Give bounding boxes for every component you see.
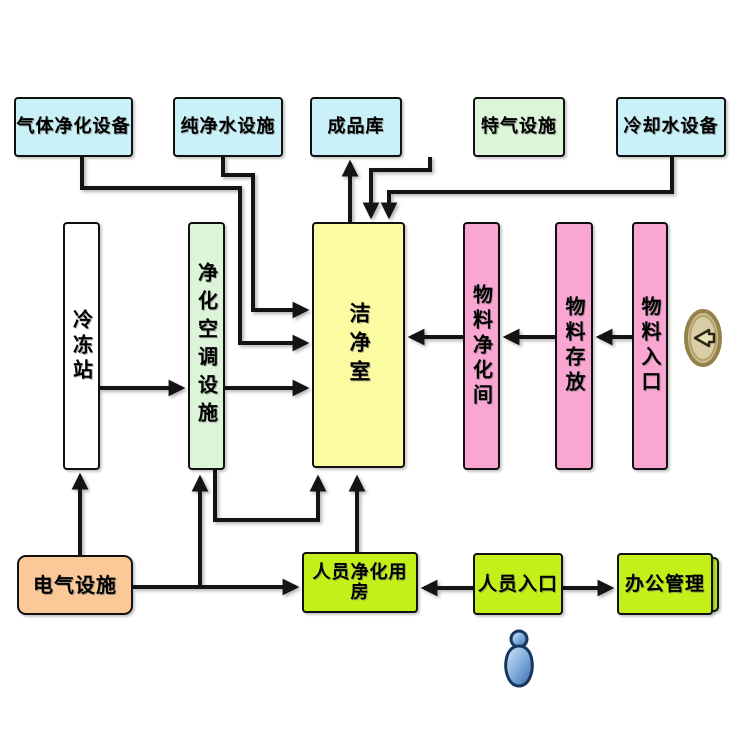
node-material-entrance: 物料入口	[632, 222, 668, 470]
material-flow-arrow-icon	[684, 309, 722, 367]
node-gas-purification-equipment: 气体净化设备	[14, 97, 133, 157]
node-pure-water-facility: 纯净水设施	[173, 97, 283, 157]
node-finished-goods-warehouse: 成品库	[310, 97, 402, 157]
node-personnel-entrance: 人员入口	[473, 553, 563, 615]
node-material-storage: 物料存放	[555, 222, 593, 470]
node-office-management: 办公管理	[617, 553, 713, 615]
node-freezing-station: 冷冻站	[63, 222, 100, 470]
node-electrical-facility: 电气设施	[17, 555, 133, 615]
node-cleanroom: 洁净室	[312, 222, 405, 468]
node-purification-hvac-facility: 净化空调设施	[188, 222, 225, 470]
person-icon	[504, 629, 534, 688]
node-special-gas-facility: 特气设施	[473, 97, 565, 157]
node-cooling-water-equipment: 冷却水设备	[616, 97, 726, 157]
node-material-purification-room: 物料净化间	[463, 222, 500, 470]
node-personnel-purification-room: 人员净化用房	[302, 552, 418, 613]
